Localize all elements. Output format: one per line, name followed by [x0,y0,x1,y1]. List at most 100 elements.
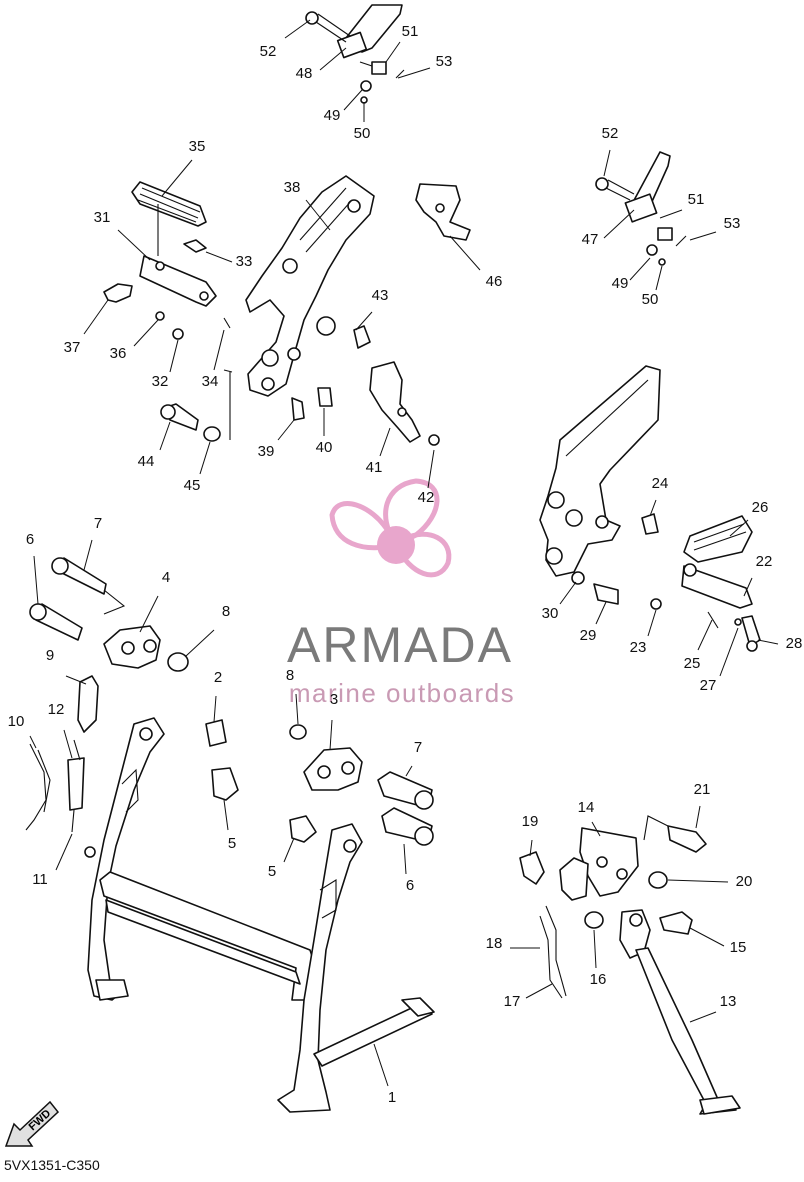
callout-leader [33,555,39,605]
callout-leader [655,265,663,291]
callout-leader [63,729,73,759]
callout-leader [343,89,363,111]
callout-leader [629,257,651,281]
callout-label-39: 39 [258,443,275,460]
callout-label-19: 19 [522,813,539,830]
callout-label-49: 49 [612,275,629,292]
callout-label-2: 2 [214,669,222,686]
footrest-bracket-top [305,4,405,104]
callout-leader [667,879,729,883]
callout-label-52: 52 [602,125,619,142]
callout-leader [139,595,159,633]
callout-label-11: 11 [32,871,48,888]
callout-leader [284,19,311,39]
callout-leader [719,627,739,677]
callout-leader [595,601,607,625]
callout-leader [529,839,533,857]
callout-label-53: 53 [436,53,453,70]
callout-label-33: 33 [236,253,253,270]
callout-leader [185,629,215,657]
callout-leader [213,329,225,371]
callout-label-34: 34 [202,373,219,390]
callout-label-36: 36 [110,345,127,362]
callout-leader [213,695,217,723]
callout-label-9: 9 [46,647,54,664]
callout-leader [647,609,657,637]
callout-label-42: 42 [418,489,435,506]
callout-label-48: 48 [296,65,313,82]
main-stand-bracket-right [205,719,434,846]
callout-leader [159,421,171,451]
callout-leader [329,719,333,751]
callout-leader [117,229,151,261]
callout-label-41: 41 [366,459,383,476]
callout-leader [689,1011,717,1023]
callout-leader [525,983,553,999]
callout-label-7: 7 [414,739,422,756]
callout-leader [757,639,779,645]
fwd-arrow: FWD [4,1100,60,1147]
callout-leader [603,209,635,239]
callout-label-30: 30 [542,605,559,622]
callout-label-29: 29 [580,627,597,644]
callout-label-15: 15 [730,939,747,956]
callout-leader [161,159,193,197]
callout-leader [743,577,753,597]
callout-leader [695,805,701,829]
callout-leader [659,209,683,219]
callout-leader [295,693,299,725]
callout-leader [283,837,295,863]
callout-leader [729,519,749,537]
callout-label-20: 20 [736,873,753,890]
callout-label-22: 22 [756,553,773,570]
callout-label-5: 5 [228,835,236,852]
callout-leader [55,833,73,871]
callout-leader [169,339,179,373]
footrest-bracket-right [595,151,687,266]
callout-label-8: 8 [222,603,230,620]
callout-label-47: 47 [582,231,599,248]
callout-leader [689,231,717,241]
callout-label-3: 3 [330,691,338,708]
callout-label-32: 32 [152,373,169,390]
callout-label-45: 45 [184,477,201,494]
callout-leader [83,299,109,335]
callout-label-23: 23 [630,639,647,656]
callout-leader [65,675,87,685]
callout-label-16: 16 [590,971,607,988]
callout-label-51: 51 [688,191,705,208]
callout-leader [603,149,611,177]
callout-leader [29,735,37,749]
callout-label-7: 7 [94,515,102,532]
watermark-tagline: marine outboards [289,678,515,708]
callout-leader [277,419,295,441]
callout-label-14: 14 [578,799,595,816]
callout-leader [405,765,413,777]
callout-label-24: 24 [652,475,669,492]
callout-label-6: 6 [406,877,414,894]
callout-label-53: 53 [724,215,741,232]
callout-label-6: 6 [26,531,34,548]
callout-label-5: 5 [268,863,276,880]
callout-leader [397,67,431,79]
callout-label-18: 18 [486,935,503,952]
callout-label-8: 8 [286,667,294,684]
callout-label-25: 25 [684,655,701,672]
side-stand [519,815,741,1115]
callout-leader [373,1043,389,1087]
callout-leader [403,843,407,875]
main-stand-bracket-left [25,557,189,833]
callout-label-4: 4 [162,569,170,586]
callout-label-40: 40 [316,439,333,456]
callout-leader [205,251,233,263]
callout-label-27: 27 [700,677,717,694]
rider-footpeg-left [103,181,231,340]
callout-label-43: 43 [372,287,389,304]
callout-label-10: 10 [8,713,25,730]
callout-label-13: 13 [720,993,737,1010]
footrest-plate-right [539,365,761,652]
callout-leader [689,927,725,947]
callout-label-26: 26 [752,499,769,516]
callout-label-31: 31 [94,209,111,226]
